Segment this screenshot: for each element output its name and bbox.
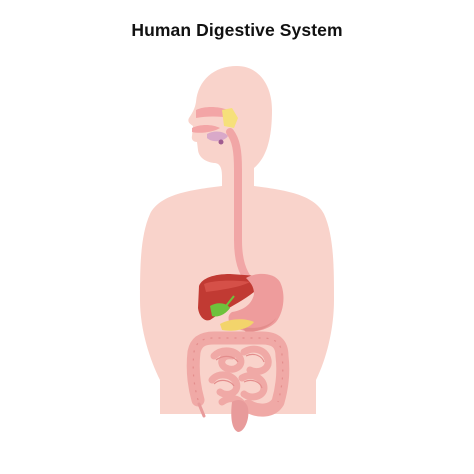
nasal-cavity: [196, 107, 230, 118]
epiglottis-dot: [218, 139, 224, 145]
liver-highlight: [204, 280, 250, 292]
pancreas: [220, 319, 254, 331]
small-intestine-shadow: [213, 353, 265, 389]
mouth: [192, 125, 220, 133]
gallbladder: [210, 303, 230, 317]
tongue: [207, 131, 228, 142]
rectum: [231, 400, 249, 432]
stomach-shadow: [240, 318, 276, 332]
stomach: [228, 273, 284, 332]
bile-duct: [225, 295, 235, 307]
appendix: [197, 402, 206, 418]
diagram-title: Human Digestive System: [131, 20, 343, 40]
esophagus: [226, 128, 254, 286]
salivary-gland: [222, 108, 238, 128]
